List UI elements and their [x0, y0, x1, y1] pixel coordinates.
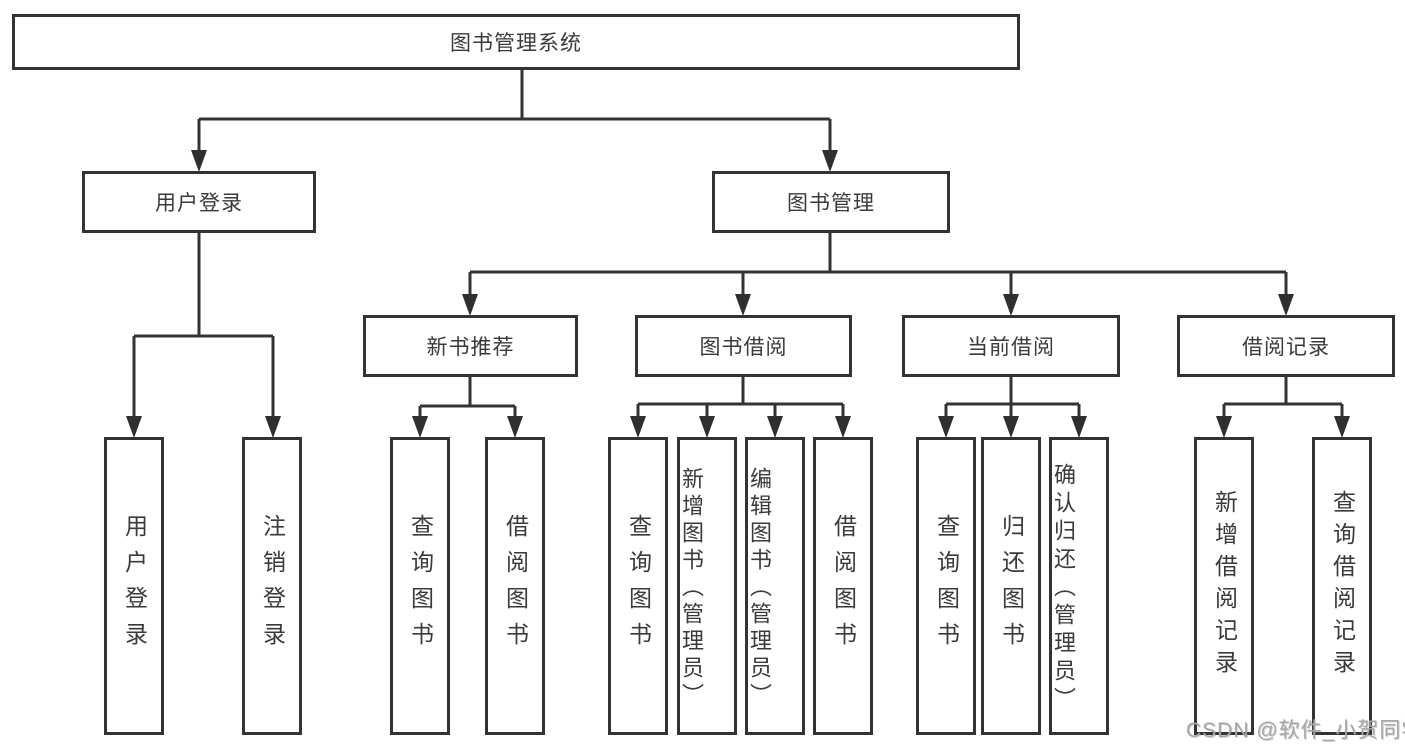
leaf-borrow-books-borrowing: 借阅图书	[813, 437, 873, 735]
leaf-label: 借阅图书	[830, 514, 857, 658]
node-label: 当前借阅	[967, 336, 1055, 359]
leaf-edit-book-admin: 编辑图书（管理员）	[745, 437, 805, 735]
node-book-borrowing: 图书借阅	[635, 315, 852, 377]
node-label: 图书借阅	[699, 336, 788, 359]
node-book-management: 图书管理	[712, 171, 950, 233]
leaf-logout: 注销登录	[242, 437, 302, 735]
leaf-label: 查询图书	[625, 514, 652, 658]
leaf-return-books: 归还图书	[981, 437, 1041, 735]
node-new-book-recommendation: 新书推荐	[363, 315, 578, 377]
leaf-confirm-return-admin: 确认归还（管理员）	[1049, 437, 1109, 735]
leaf-query-books-recommend: 查询图书	[390, 437, 450, 735]
leaf-borrow-books-recommend: 借阅图书	[485, 437, 545, 735]
csdn-watermark: CSDN @软件_小贺同学	[1186, 719, 1405, 742]
leaf-label: 注销登录	[259, 514, 286, 658]
leaf-label: 编辑图书（管理员）	[747, 467, 772, 710]
node-user-login: 用户登录	[82, 171, 316, 233]
node-label: 图书管理系统	[450, 32, 582, 55]
leaf-query-books-borrowing: 查询图书	[608, 437, 668, 735]
node-library-management-system: 图书管理系统	[12, 14, 1020, 70]
leaf-label: 查询图书	[407, 514, 434, 658]
node-label: 借阅记录	[1242, 336, 1330, 359]
leaf-label: 确认归还（管理员）	[1051, 462, 1076, 715]
node-label: 图书管理	[787, 192, 875, 215]
node-label: 新书推荐	[426, 336, 515, 359]
leaf-add-borrow-record: 新增借阅记录	[1194, 437, 1254, 735]
leaf-label: 新增图书（管理员）	[679, 467, 704, 710]
leaf-add-book-admin: 新增图书（管理员）	[677, 437, 737, 735]
leaf-label: 用户登录	[121, 514, 148, 658]
leaf-label: 归还图书	[998, 514, 1025, 658]
leaf-label: 新增借阅记录	[1211, 490, 1238, 682]
node-borrowing-records: 借阅记录	[1177, 315, 1395, 377]
leaf-user-login: 用户登录	[104, 437, 164, 735]
leaf-query-books-current: 查询图书	[916, 437, 976, 735]
leaf-query-borrow-record: 查询借阅记录	[1312, 437, 1372, 735]
leaf-label: 查询借阅记录	[1329, 490, 1356, 682]
node-current-borrowing: 当前借阅	[902, 315, 1120, 377]
node-label: 用户登录	[155, 192, 243, 215]
leaf-label: 借阅图书	[502, 514, 529, 658]
leaf-label: 查询图书	[933, 514, 960, 658]
